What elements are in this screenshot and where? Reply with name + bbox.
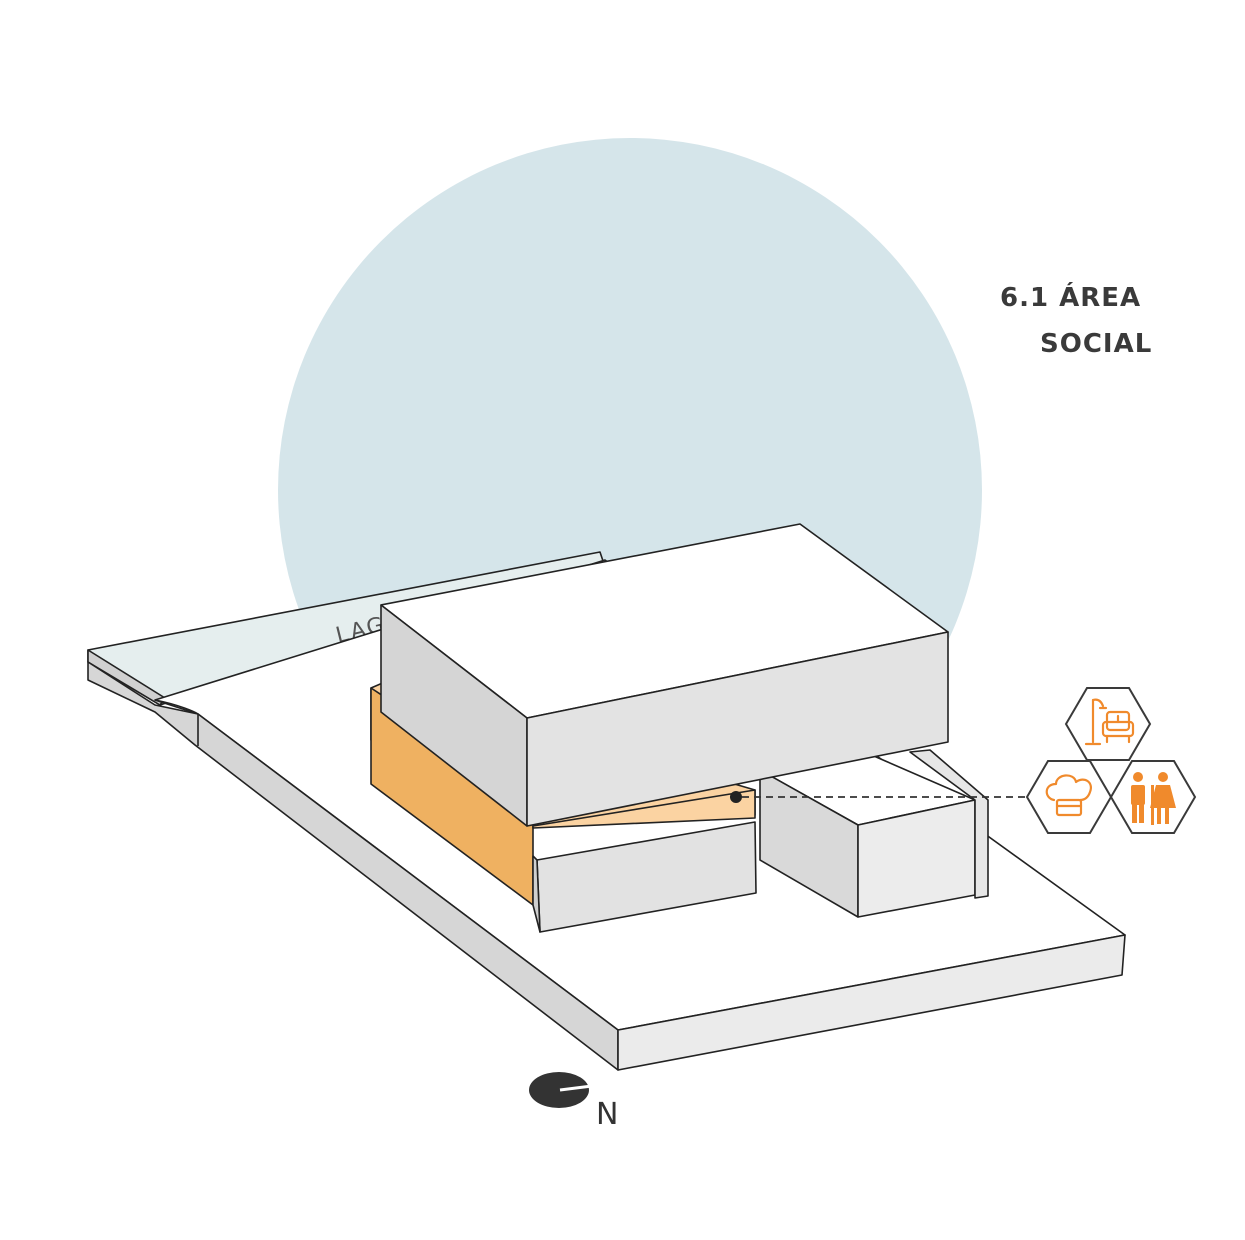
lower-front-volume — [532, 821, 757, 933]
site-platform-front — [617, 934, 1126, 1071]
north-arrow-icon — [529, 1072, 589, 1108]
north-label: N — [596, 1097, 618, 1132]
title-line-2: SOCIAL — [1040, 329, 1152, 359]
kitchen-chef-icon — [1025, 760, 1113, 834]
location-dot — [730, 791, 742, 803]
north-arrow: N — [529, 1072, 618, 1132]
living-room-icon — [1064, 687, 1152, 761]
restroom-icon — [1109, 760, 1197, 834]
upper-main-volume — [380, 523, 949, 827]
hexagon-legend — [1025, 687, 1197, 834]
section-title: 6.1 ÁREA SOCIAL — [1000, 281, 1152, 359]
title-line-1: 6.1 ÁREA — [1000, 281, 1141, 313]
